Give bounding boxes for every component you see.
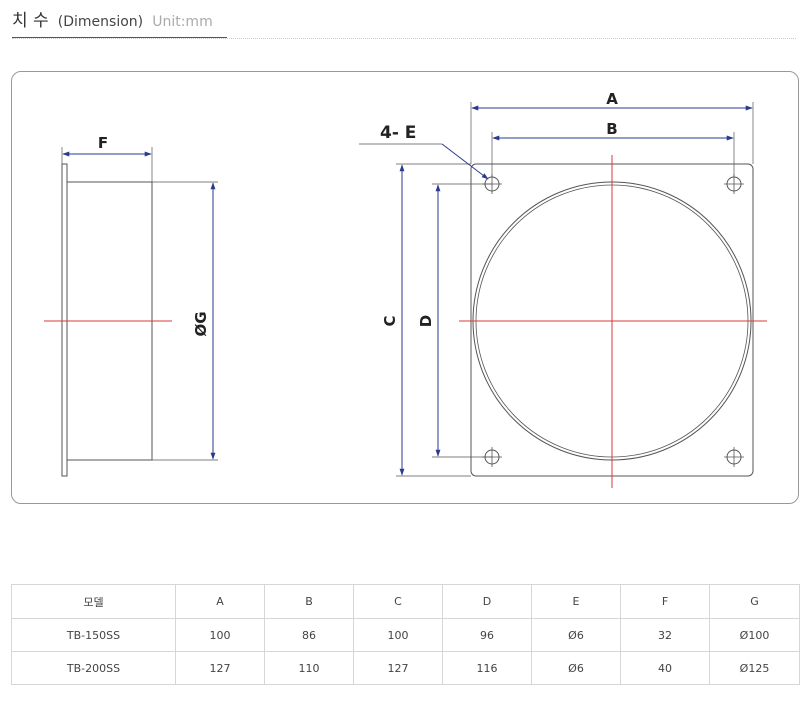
header-g: G <box>709 584 800 619</box>
header-a: A <box>175 584 265 619</box>
cell-b: 110 <box>264 651 354 685</box>
cell-a: 100 <box>175 618 265 652</box>
dimension-drawing-panel: F ØG <box>11 71 799 504</box>
header-c: C <box>353 584 443 619</box>
dim-g-label: ØG <box>192 311 210 336</box>
cell-e: Ø6 <box>531 651 621 685</box>
dim-d-label: D <box>417 315 435 327</box>
table-header-row: 모델 A B C D E F G <box>11 584 800 619</box>
cell-d: 116 <box>442 651 532 685</box>
table-row: TB-150SS 100 86 100 96 Ø6 32 Ø100 <box>11 618 800 652</box>
header-divider <box>12 38 796 39</box>
title-korean: 치 수 <box>12 11 49 31</box>
cell-a: 127 <box>175 651 265 685</box>
table-row: TB-200SS 127 110 127 116 Ø6 40 Ø125 <box>11 651 800 685</box>
cell-c: 100 <box>353 618 443 652</box>
dim-a-label: A <box>606 90 618 108</box>
side-view-flange <box>61 163 68 477</box>
dim-f-label: F <box>98 134 108 152</box>
front-view: A B C D 4- E <box>359 90 767 488</box>
mounting-hole-bottom-right <box>724 447 744 467</box>
section-header: 치 수 (Dimension) Unit:mm <box>12 8 796 40</box>
dimension-drawing: F ØG <box>44 90 767 488</box>
dimension-table: 모델 A B C D E F G TB-150SS 100 86 100 96 … <box>11 584 800 685</box>
cell-b: 86 <box>264 618 354 652</box>
cell-model: TB-200SS <box>11 651 176 685</box>
header-b: B <box>264 584 354 619</box>
dim-e-label: 4- E <box>380 123 416 143</box>
dim-b-label: B <box>606 120 617 138</box>
mounting-hole-top-right <box>724 174 744 194</box>
header-e: E <box>531 584 621 619</box>
cell-model: TB-150SS <box>11 618 176 652</box>
header-model: 모델 <box>11 584 176 619</box>
dim-c-label: C <box>381 315 399 326</box>
cell-g: Ø125 <box>709 651 800 685</box>
cell-e: Ø6 <box>531 618 621 652</box>
title-english: (Dimension) <box>57 14 144 30</box>
cell-d: 96 <box>442 618 532 652</box>
section-title: 치 수 (Dimension) Unit:mm <box>12 8 227 38</box>
cell-c: 127 <box>353 651 443 685</box>
dim-e-leader-diagonal <box>441 143 489 180</box>
header-f: F <box>620 584 710 619</box>
cell-f: 32 <box>620 618 710 652</box>
cell-g: Ø100 <box>709 618 800 652</box>
unit-label: Unit:mm <box>152 14 213 30</box>
side-view: F ØG <box>44 134 218 477</box>
cell-f: 40 <box>620 651 710 685</box>
header-d: D <box>442 584 532 619</box>
